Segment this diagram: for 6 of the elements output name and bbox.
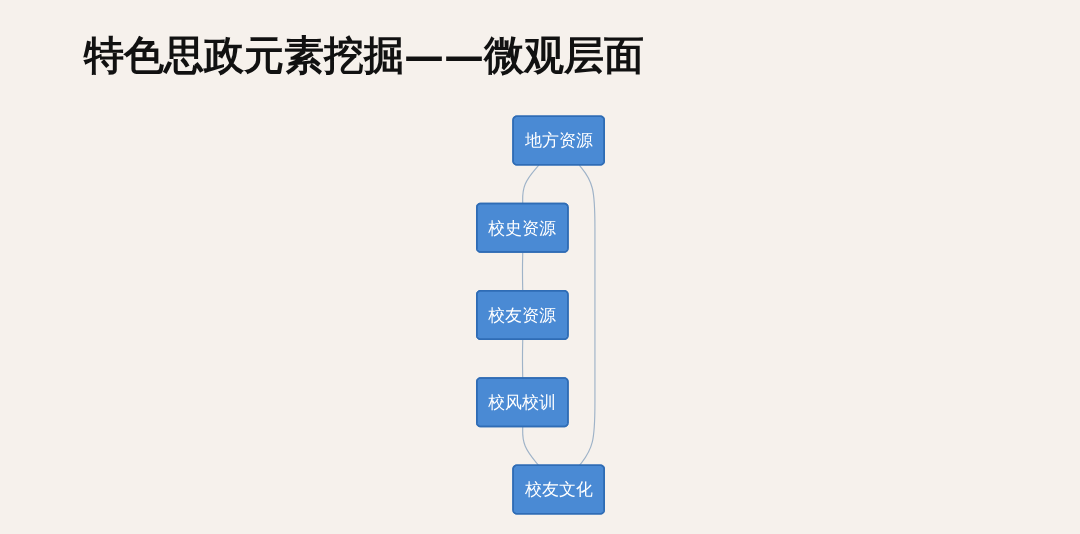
connector <box>521 164 539 205</box>
connector <box>521 251 523 292</box>
connector <box>578 164 596 467</box>
connector <box>521 426 539 467</box>
connector <box>521 339 523 379</box>
title: 特色思政元素挖掘——微观层面 <box>84 30 644 80</box>
